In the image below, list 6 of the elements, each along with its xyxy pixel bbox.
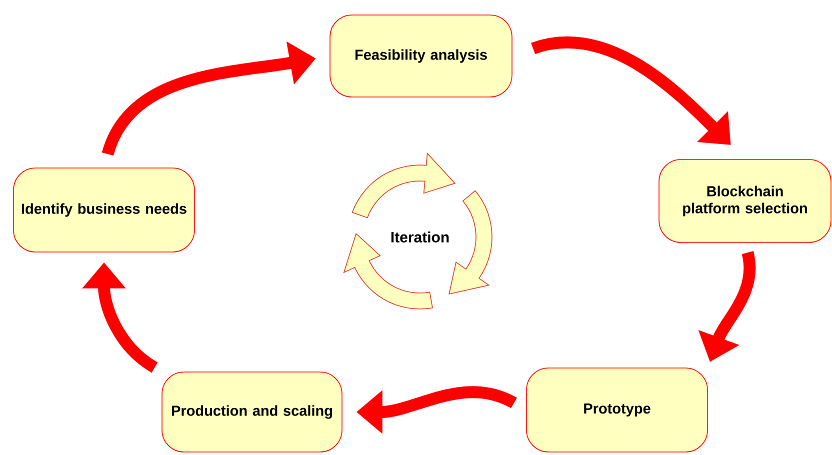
process-box: Feasibility analysis (330, 14, 512, 98)
process-box: Production and scaling (162, 372, 342, 452)
process-box: Prototype (526, 368, 708, 452)
center-label: Iteration (391, 232, 449, 242)
process-box: Identify business needs (13, 168, 195, 252)
process-box: Blockchain platform selection (658, 159, 832, 243)
